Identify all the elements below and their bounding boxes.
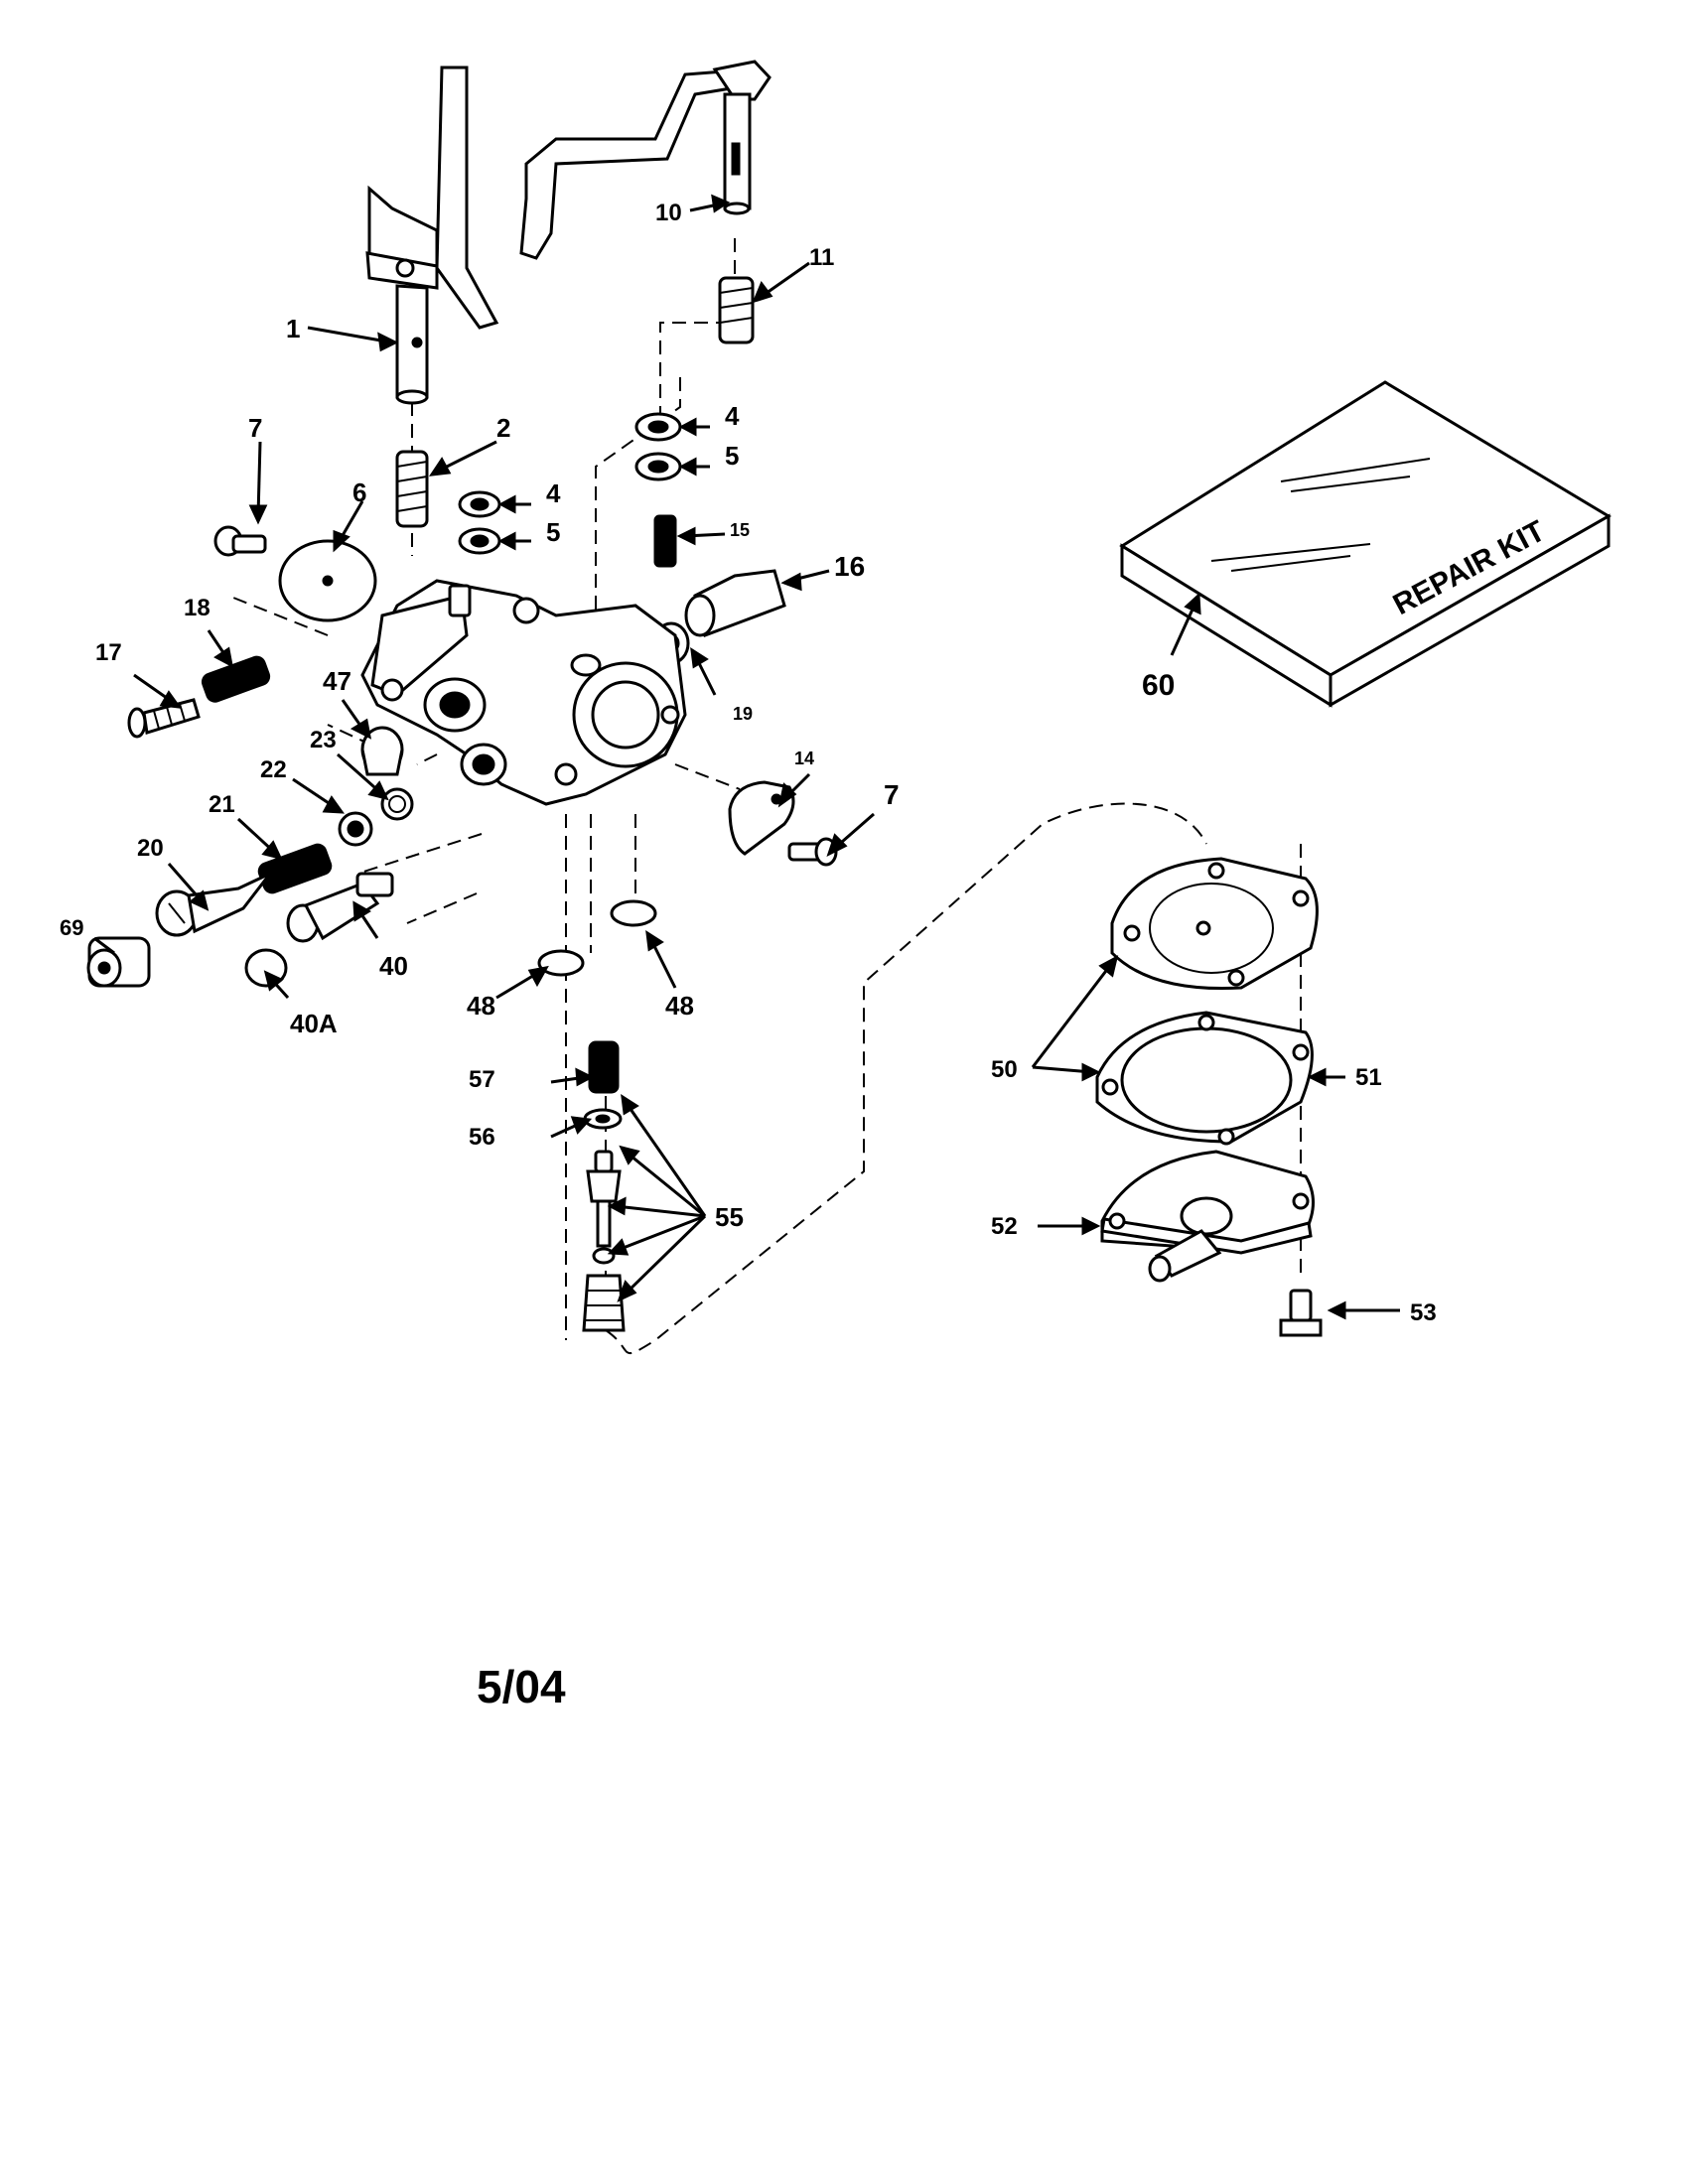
leader-arrows xyxy=(93,194,1400,1320)
screw-part-53 xyxy=(1279,1289,1323,1337)
callout-7-lower: 7 xyxy=(884,779,900,810)
carburetor-body xyxy=(360,579,687,806)
callout-51: 51 xyxy=(1355,1064,1382,1091)
throttle-lever-part-10 xyxy=(519,60,772,260)
callout-52: 52 xyxy=(991,1213,1018,1240)
cover-part-52 xyxy=(1100,1150,1315,1283)
washers-right xyxy=(634,412,682,481)
screw-part-7-upper xyxy=(213,525,267,557)
callout-2: 2 xyxy=(496,413,510,443)
callout-18: 18 xyxy=(184,595,210,621)
callout-40: 40 xyxy=(379,951,408,981)
callout-60: 60 xyxy=(1142,669,1175,702)
choke-shaft-part-1 xyxy=(365,66,499,405)
washers-left xyxy=(458,490,501,555)
callout-1: 1 xyxy=(286,314,300,343)
callout-47: 47 xyxy=(323,666,351,696)
needle-part-20 xyxy=(155,872,272,937)
spring-part-11 xyxy=(718,276,755,344)
callout-21: 21 xyxy=(209,791,235,818)
callout-17: 17 xyxy=(95,639,122,666)
screw-part-17 xyxy=(127,698,201,739)
callout-20: 20 xyxy=(137,835,164,862)
callout-4-left: 4 xyxy=(546,478,561,508)
callout-48-right: 48 xyxy=(665,991,694,1021)
spring-part-57 xyxy=(588,1040,620,1094)
callout-48-left: 48 xyxy=(467,991,495,1021)
callout-11: 11 xyxy=(809,244,834,271)
diaphragm-part-50 xyxy=(1110,857,1319,991)
callout-10: 10 xyxy=(655,200,682,226)
callout-15: 15 xyxy=(730,520,750,540)
spring-part-2 xyxy=(395,450,429,528)
callout-53: 53 xyxy=(1410,1299,1437,1326)
washer-part-56 xyxy=(583,1108,623,1130)
callout-16: 16 xyxy=(834,551,865,582)
callout-labels: 1 2 4 5 4 5 6 7 7 10 11 14 15 16 17 18 1… xyxy=(60,200,1437,1326)
callout-22: 22 xyxy=(260,756,287,783)
callout-5-right: 5 xyxy=(725,441,739,471)
callout-14: 14 xyxy=(794,749,814,768)
repair-kit-box-part-60: REPAIR KIT xyxy=(1119,380,1612,708)
needle-seat-part-55 xyxy=(582,1150,626,1332)
callout-40A: 40A xyxy=(290,1009,338,1038)
callout-56: 56 xyxy=(469,1124,495,1151)
washer-part-23 xyxy=(380,787,414,821)
cap-part-69 xyxy=(86,936,151,988)
callout-7-upper: 7 xyxy=(248,413,262,443)
date-code: 5/04 xyxy=(477,1661,566,1712)
callout-69: 69 xyxy=(60,915,83,940)
plate-part-14 xyxy=(728,780,795,856)
fitting-part-16 xyxy=(684,569,786,637)
gasket-part-51 xyxy=(1095,1011,1314,1146)
part-40 xyxy=(286,872,394,943)
shutter-plate-part-6 xyxy=(278,539,377,622)
cup-part-47 xyxy=(360,726,404,776)
callout-57: 57 xyxy=(469,1066,495,1093)
callout-19: 19 xyxy=(733,704,753,724)
spring-part-15 xyxy=(653,514,677,568)
callout-23: 23 xyxy=(310,727,337,753)
spring-part-18 xyxy=(201,655,271,703)
washer-part-22 xyxy=(338,811,373,847)
callout-4-right: 4 xyxy=(725,401,740,431)
callout-5-left: 5 xyxy=(546,517,560,547)
plugs-part-48 xyxy=(537,899,657,977)
callout-50: 50 xyxy=(991,1056,1018,1083)
callout-6: 6 xyxy=(352,478,366,507)
callout-55: 55 xyxy=(715,1202,744,1232)
